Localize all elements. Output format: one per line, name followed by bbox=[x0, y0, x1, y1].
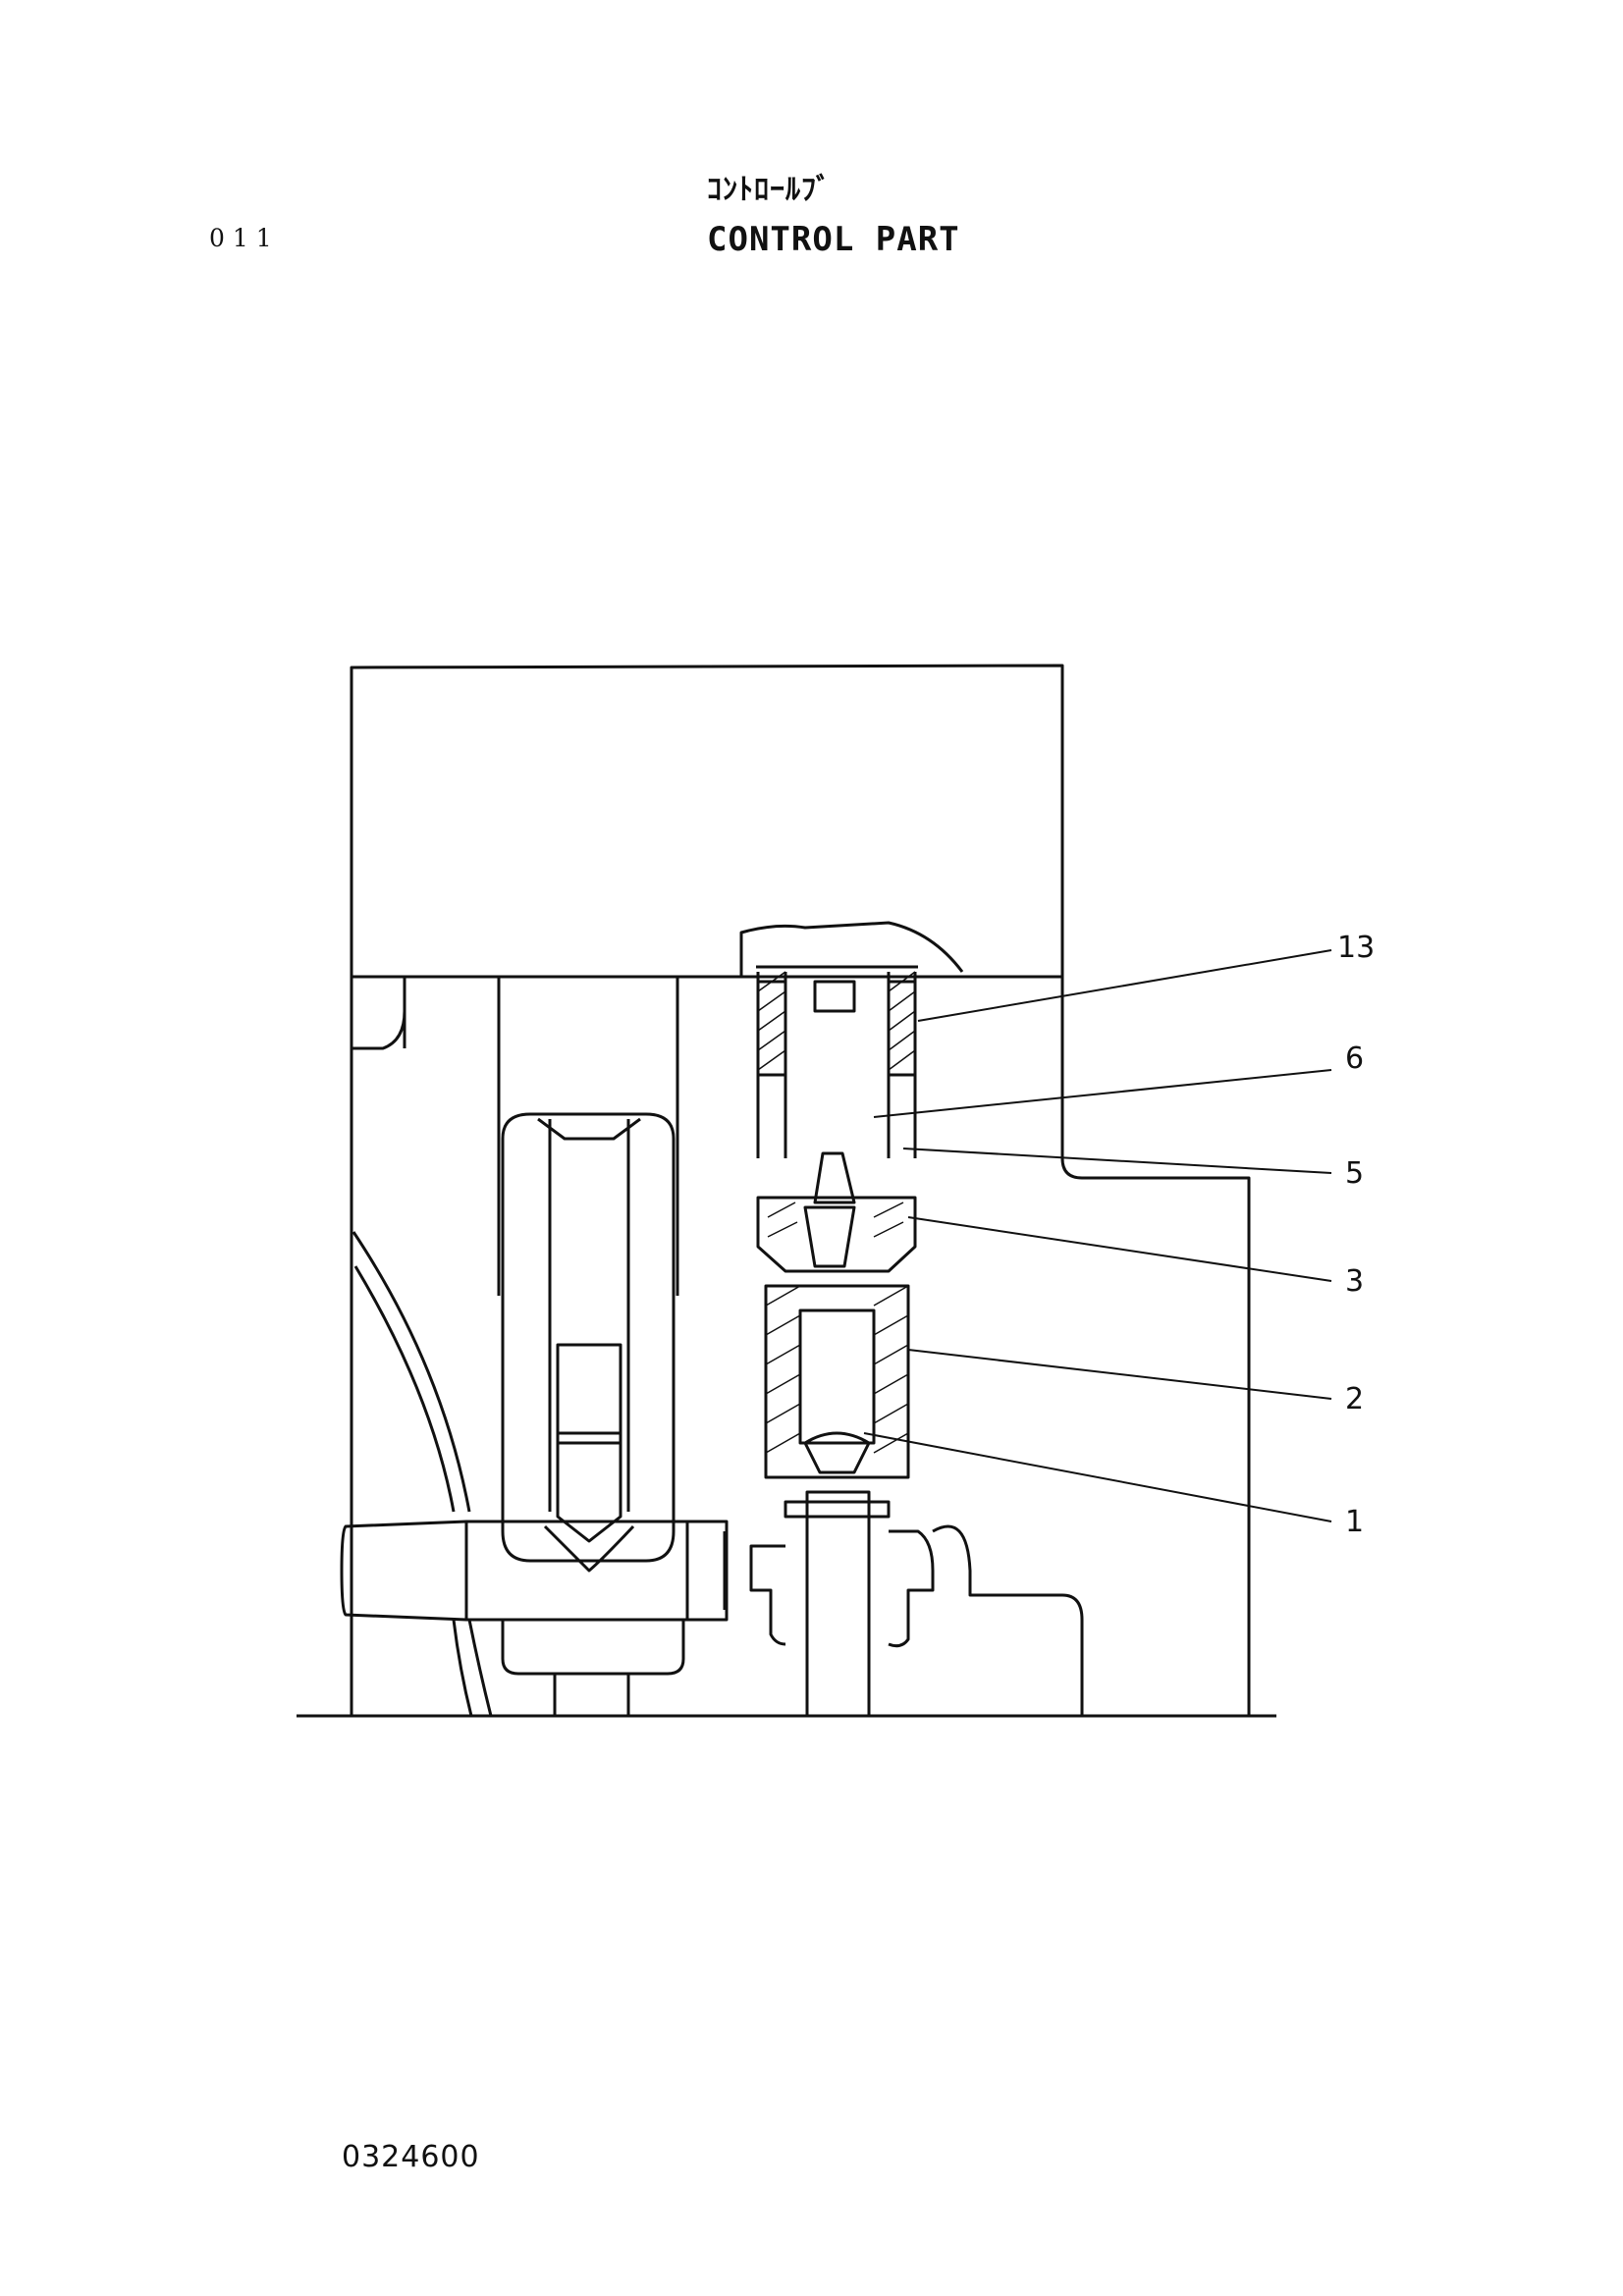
pin-groove bbox=[543, 1524, 635, 1573]
column-sleeve-hatch-right bbox=[887, 980, 917, 1077]
leader-lines bbox=[863, 949, 1332, 1522]
leader-6 bbox=[873, 1069, 1332, 1118]
curved-wall bbox=[352, 1231, 493, 1717]
lower-posts bbox=[553, 1674, 630, 1716]
spool-bore bbox=[537, 1117, 641, 1512]
spool-lower bbox=[556, 1343, 622, 1543]
seat bbox=[756, 1196, 917, 1273]
pin-lower-cap bbox=[501, 1620, 685, 1676]
title-japanese: ｺﾝﾄﾛｰﾙﾌﾞ bbox=[707, 173, 832, 207]
pin bbox=[340, 1520, 729, 1622]
leader-5 bbox=[902, 1148, 1332, 1174]
column-sleeve-hatch-left bbox=[756, 980, 787, 1077]
seat-cone bbox=[803, 1151, 856, 1268]
callout-13: 13 bbox=[1337, 931, 1375, 965]
leader-1 bbox=[863, 1432, 1332, 1522]
hatching bbox=[757, 971, 916, 1454]
callout-2: 2 bbox=[1345, 1382, 1364, 1416]
inner-plug bbox=[813, 980, 856, 1013]
leader-3 bbox=[907, 1216, 1332, 1282]
poppet-tip bbox=[803, 1431, 871, 1474]
poppet-body bbox=[764, 1284, 910, 1479]
callout-6: 6 bbox=[1345, 1041, 1364, 1076]
callout-3: 3 bbox=[1345, 1264, 1364, 1299]
body-outline bbox=[350, 977, 1251, 1716]
bracket bbox=[749, 1529, 935, 1648]
page-number: 011 bbox=[209, 224, 280, 252]
leader-13 bbox=[917, 949, 1332, 1022]
leader-2 bbox=[907, 1349, 1332, 1400]
title-english: CONTROL PART bbox=[707, 220, 960, 259]
spool-body bbox=[501, 1112, 676, 1563]
column-sleeve bbox=[756, 972, 917, 1158]
upper-housing bbox=[350, 664, 1064, 979]
callout-1: 1 bbox=[1345, 1505, 1364, 1539]
drawing-id: 0324600 bbox=[342, 2140, 480, 2174]
callout-5: 5 bbox=[1345, 1156, 1364, 1191]
stem bbox=[784, 1490, 891, 1718]
left-body-inner bbox=[497, 977, 679, 1296]
column-upper-outline bbox=[739, 921, 964, 977]
right-lower-body bbox=[932, 1524, 1084, 1716]
